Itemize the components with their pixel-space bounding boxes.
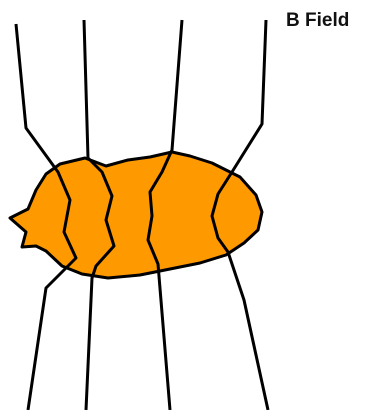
object-blob xyxy=(10,152,262,278)
b-field-label: B Field xyxy=(286,10,349,32)
